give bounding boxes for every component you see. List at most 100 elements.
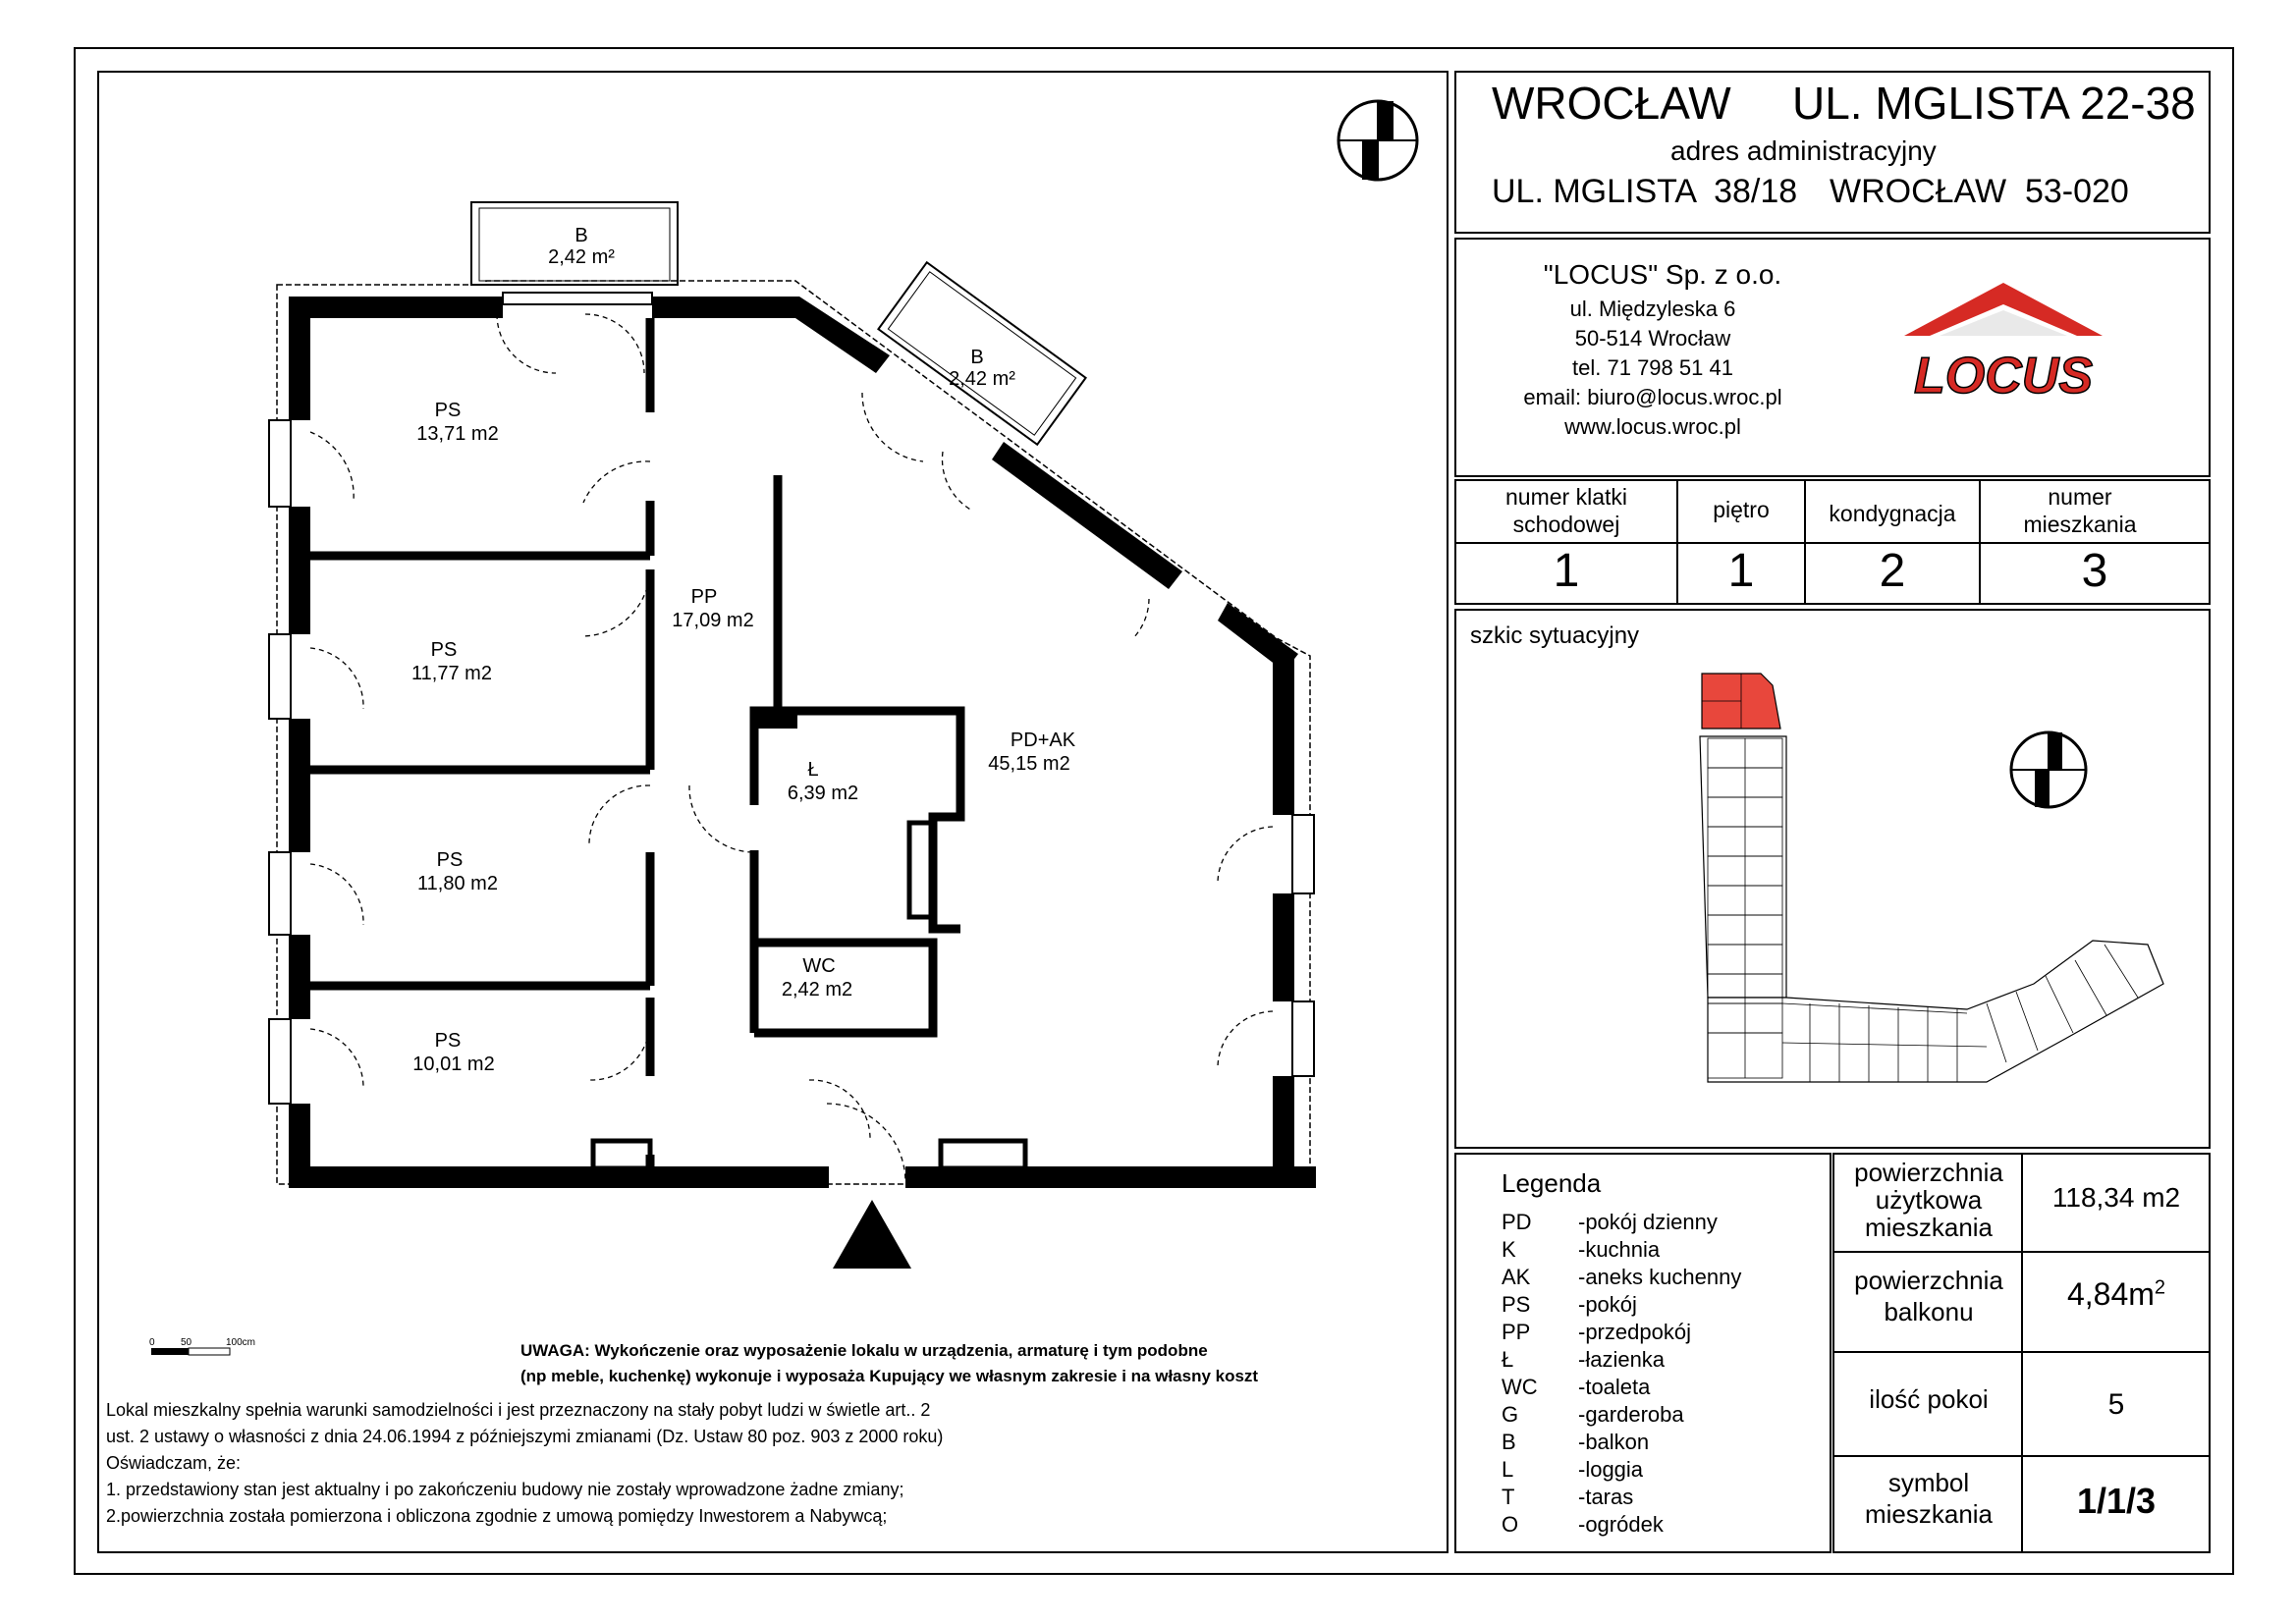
outer-frame bbox=[74, 47, 2234, 1575]
room-area-ps-2: 11,77 m2 bbox=[411, 663, 492, 684]
room-name-wc: WC bbox=[802, 955, 835, 977]
legend-abbr: G bbox=[1502, 1402, 1519, 1427]
room-name-ps-1: PS bbox=[435, 400, 462, 421]
room-name-balcony-2: B bbox=[970, 347, 983, 368]
site-sketch: szkic sytuacyjny bbox=[1454, 609, 2211, 1149]
value-floor: 1 bbox=[1727, 545, 1755, 597]
legend-abbr: WC bbox=[1502, 1375, 1538, 1399]
legend-item: G -garderoba bbox=[1502, 1402, 1796, 1430]
room-name-balcony-1: B bbox=[574, 225, 587, 246]
legend-item: K -kuchnia bbox=[1502, 1237, 1796, 1265]
balcony-area: 4,84m2 bbox=[2023, 1276, 2210, 1313]
company-box: "LOCUS" Sp. z o.o. ul. Międzyleska 6 50-… bbox=[1454, 238, 2211, 477]
rooms-count-value: 5 bbox=[2107, 1388, 2125, 1421]
legend-desc: -łazienka bbox=[1578, 1347, 1666, 1372]
legend-desc: -przedpokój bbox=[1578, 1320, 1691, 1344]
note-line-5: 2.powierzchnia została pomierzona i obli… bbox=[106, 1506, 888, 1526]
legend-item: T -taras bbox=[1502, 1485, 1796, 1512]
summary-table: powierzchnia użytkowa mieszkania 118,34 … bbox=[1832, 1153, 2211, 1553]
company-email: email: biuro@locus.wroc.pl bbox=[1523, 385, 1782, 409]
room-name-ps-3: PS bbox=[437, 849, 464, 871]
legend-desc: -loggia bbox=[1578, 1457, 1644, 1482]
room-area-balcony-2: 2,42 m² bbox=[949, 368, 1015, 390]
legend-abbr: PS bbox=[1502, 1292, 1531, 1317]
legend-desc: -pokój bbox=[1578, 1292, 1637, 1317]
legend-abbr: AK bbox=[1502, 1265, 1531, 1289]
legend-item: WC -toaleta bbox=[1502, 1375, 1796, 1402]
legend-abbr: Ł bbox=[1502, 1347, 1514, 1372]
note-line-4: 1. przedstawiony stan jest aktualny i po… bbox=[106, 1480, 904, 1499]
logo-text: LOCUS bbox=[1914, 348, 2093, 405]
legend-desc: -taras bbox=[1578, 1485, 1634, 1509]
legend-item: O -ogródek bbox=[1502, 1512, 1796, 1540]
legend-desc: -kuchnia bbox=[1578, 1237, 1661, 1262]
company-street: ul. Międzyleska 6 bbox=[1569, 297, 1736, 321]
balcony-area-value: 4,84m bbox=[2066, 1276, 2155, 1312]
legend-desc: -pokój dzienny bbox=[1578, 1210, 1718, 1234]
room-area-balcony-1: 2,42 m² bbox=[548, 246, 615, 268]
warning-line-2: (np meble, kuchenkę) wykonuje i wyposaża… bbox=[520, 1367, 1259, 1385]
windows bbox=[268, 292, 1315, 1105]
admin-city: WROCŁAW 53-020 bbox=[1830, 173, 2129, 210]
usable-area-label: powierzchnia użytkowa mieszkania bbox=[1854, 1158, 2003, 1242]
door-swings bbox=[309, 313, 1274, 1183]
room-area-pp: 17,09 m2 bbox=[672, 610, 753, 631]
value-apartment-number: 3 bbox=[2081, 545, 2108, 597]
balcony-area-label: powierzchnia balkonu bbox=[1854, 1266, 2003, 1326]
room-area-living: 45,15 m2 bbox=[988, 753, 1069, 775]
apartment-symbol-value: 1/1/3 bbox=[2076, 1481, 2157, 1521]
north-arrow-sketch-icon bbox=[2009, 730, 2088, 809]
room-name-living: PD+AK bbox=[1011, 730, 1076, 751]
balcony-east bbox=[877, 260, 1087, 447]
legend-desc: -garderoba bbox=[1578, 1402, 1684, 1427]
admin-street: UL. MGLISTA 38/18 bbox=[1492, 173, 1798, 210]
legend-abbr: PP bbox=[1502, 1320, 1531, 1344]
usable-area-value: 118,34 m2 bbox=[2051, 1182, 2181, 1213]
legend-item: L-loggia bbox=[1502, 1457, 1796, 1485]
header-floor: piętro bbox=[1713, 497, 1770, 522]
legend-abbr: O bbox=[1502, 1512, 1519, 1537]
building-units bbox=[1707, 737, 2139, 1082]
admin-address-label: adres administracyjny bbox=[1670, 135, 1937, 166]
legend-desc: -balkon bbox=[1578, 1430, 1650, 1454]
header-staircase: numer klatki schodowej bbox=[1505, 484, 1627, 537]
company-city: 50-514 Wrocław bbox=[1574, 326, 1731, 351]
legend-abbr: T bbox=[1502, 1485, 1515, 1509]
rooms-count-label: ilość pokoi bbox=[1869, 1384, 1989, 1414]
note-line-2: ust. 2 ustawy o własności z dnia 24.06.1… bbox=[106, 1427, 944, 1446]
room-name-ps-2: PS bbox=[431, 639, 458, 661]
room-area-ps-3: 11,80 m2 bbox=[417, 873, 498, 894]
value-storey: 2 bbox=[1879, 545, 1906, 597]
legend-desc: -aneks kuchenny bbox=[1578, 1265, 1742, 1289]
room-name-pp: PP bbox=[691, 586, 718, 608]
header-storey: kondygnacja bbox=[1829, 501, 1956, 526]
legend-desc: -ogródek bbox=[1578, 1512, 1664, 1537]
plan-panel bbox=[97, 71, 1449, 1553]
legend-abbr: K bbox=[1502, 1237, 1516, 1262]
apartment-symbol-label: symbol mieszkania bbox=[1864, 1468, 1994, 1529]
room-area-wc: 2,42 m2 bbox=[782, 979, 852, 1000]
street-title: UL. MGLISTA 22-38 bbox=[1792, 78, 2196, 129]
legend-item: PP -przedpokój bbox=[1502, 1320, 1796, 1347]
balcony-north bbox=[470, 201, 679, 286]
header-apartment-number: numer mieszkania bbox=[2023, 484, 2137, 537]
legend-abbr: PD bbox=[1502, 1210, 1532, 1234]
scale-bar: 0 50 100cm bbox=[149, 1337, 255, 1356]
room-area-bathroom: 6,39 m2 bbox=[788, 783, 858, 804]
warning-line-1: UWAGA: Wykończenie oraz wyposażenie loka… bbox=[520, 1341, 1208, 1360]
room-area-ps-4: 10,01 m2 bbox=[412, 1054, 494, 1075]
city-title: WROCŁAW bbox=[1492, 78, 1731, 129]
room-name-bathroom: Ł bbox=[807, 759, 818, 781]
exterior-walls bbox=[289, 297, 1316, 1188]
legend-abbr: B bbox=[1502, 1430, 1516, 1454]
north-arrow-icon bbox=[1337, 99, 1419, 182]
room-area-ps-1: 13,71 m2 bbox=[416, 423, 498, 445]
building-footprint bbox=[1699, 735, 2164, 1083]
legend-desc: -toaleta bbox=[1578, 1375, 1651, 1399]
floor-plan: 0 50 100cm B 2,42 m² B 2,42 m² PS 13,71 … bbox=[149, 99, 1419, 1356]
note-line-3: Oświadczam, że: bbox=[106, 1453, 242, 1473]
info-table: numer klatki schodowej piętro kondygnacj… bbox=[1454, 479, 2211, 605]
value-staircase: 1 bbox=[1553, 545, 1580, 597]
balcony-area-unit-exponent: 2 bbox=[2154, 1276, 2166, 1299]
